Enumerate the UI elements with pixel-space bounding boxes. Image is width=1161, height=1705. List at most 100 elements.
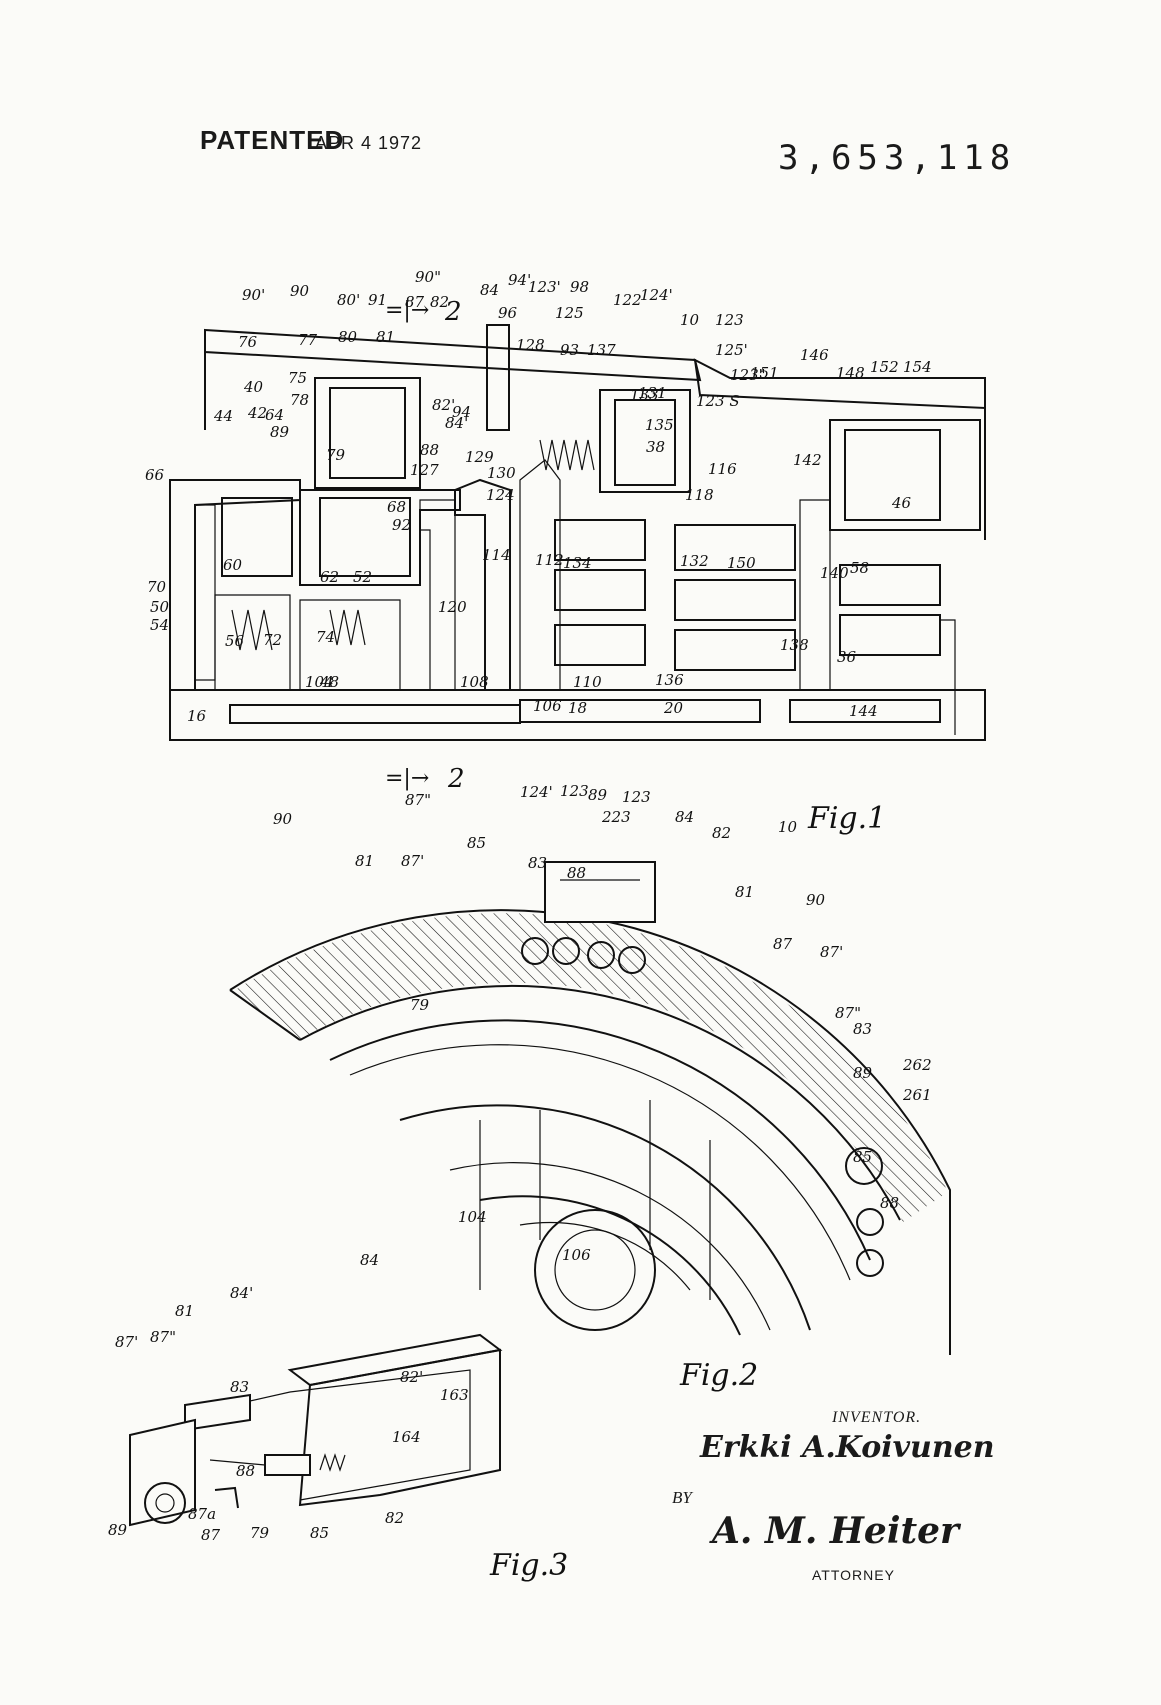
fig1-reference-label: 64 <box>265 406 284 424</box>
fig2-reference-label: 123 <box>560 782 589 800</box>
fig3-reference-label: 85 <box>310 1524 329 1542</box>
fig1-reference-label: 82 <box>430 293 449 311</box>
fig1-reference-label: 52 <box>353 568 372 586</box>
fig3-reference-label: 82 <box>385 1509 404 1527</box>
fig1-reference-label: 75 <box>288 369 307 387</box>
fig1-reference-label: 128 <box>516 336 545 354</box>
fig1-reference-label: 118 <box>685 486 714 504</box>
fig1-reference-label: 116 <box>708 460 737 478</box>
fig2-reference-label: 124' <box>520 783 553 801</box>
fig2-reference-label: 83 <box>853 1020 872 1038</box>
fig1-caption: Fig.1 <box>807 801 886 836</box>
fig2-reference-label: 79 <box>410 996 430 1014</box>
fig1-reference-label: 91 <box>368 291 387 309</box>
fig2-reference-label: 10 <box>778 818 798 836</box>
fig1-reference-label: 137 <box>587 341 616 359</box>
fig1-reference-label: 123 S <box>696 392 740 410</box>
fig1-reference-label: 18 <box>568 699 587 717</box>
fig1-reference-label: 142 <box>793 451 822 469</box>
fig1-reference-label: 124 <box>486 486 515 504</box>
fig1-reference-label: 106 <box>533 697 562 715</box>
section-marker-bottom: 2 <box>447 764 465 794</box>
fig1-reference-label: 20 <box>663 699 684 717</box>
inventor-label: INVENTOR. <box>832 1409 921 1427</box>
fig2-reference-label: 87' <box>820 943 843 961</box>
fig1-reference-label: 70 <box>147 578 167 596</box>
fig3-reference-label: 87 <box>201 1526 221 1544</box>
fig3-reference-label: 87" <box>150 1328 176 1346</box>
fig1-reference-label: 84 <box>480 281 499 299</box>
fig1-reference-label: 72 <box>263 631 282 649</box>
fig3-reference-label: 81 <box>175 1302 194 1320</box>
fig2-reference-label: 85 <box>853 1148 872 1166</box>
fig2-reference-label: 90 <box>273 810 293 828</box>
fig3-reference-label: 84 <box>360 1251 379 1269</box>
fig1-reference-label: 122 <box>613 291 642 309</box>
fig1-reference-label: 62 <box>320 568 339 586</box>
fig2-reference-label: 262 <box>902 1056 932 1074</box>
fig1-reference-label: 151 <box>750 364 779 382</box>
fig1-reference-label: 133 <box>630 386 659 404</box>
fig2-reference-label: 223 <box>601 808 631 826</box>
fig1-reference-label: 144 <box>849 702 878 720</box>
fig1-reference-label: 38 <box>646 438 665 456</box>
fig2-reference-label: 87" <box>405 791 431 809</box>
fig1-reference-label: 90" <box>415 268 441 286</box>
fig1-reference-label: 135 <box>645 416 674 434</box>
fig3-reference-label: 164 <box>392 1428 421 1446</box>
fig1-reference-label: 56 <box>225 632 245 650</box>
fig1-reference-label: 36 <box>837 648 857 666</box>
fig1-reference-label: 74 <box>316 628 335 646</box>
fig1-reference-label: 132 <box>680 552 709 570</box>
fig1-reference-label: 125' <box>715 341 748 359</box>
fig1-reference-label: 114 <box>482 546 511 564</box>
fig1-reference-label: 120 <box>438 598 467 616</box>
fig2-reference-label: 261 <box>902 1086 932 1104</box>
fig3-reference-label: 79 <box>250 1524 270 1542</box>
fig1-reference-label: 80' <box>337 291 360 309</box>
fig1-reference-label: 134 <box>563 554 592 572</box>
fig1-reference-label: 87 <box>405 293 425 311</box>
fig1-reference-label: 10 <box>680 311 700 329</box>
fig3-reference-label: 87' <box>115 1333 138 1351</box>
fig2-reference-label: 88 <box>880 1194 899 1212</box>
fig2-reference-label: 82 <box>712 824 731 842</box>
fig2-reference-label: 106 <box>562 1246 591 1264</box>
fig1-reference-label: 40 <box>243 378 264 396</box>
fig3-perspective-detail: 8484'8187'87"838879858282'1641638987a87 <box>108 1251 500 1544</box>
by-label: BY <box>672 1488 692 1508</box>
fig1-reference-label: 123' <box>528 278 561 296</box>
fig1-reference-label: 148 <box>836 364 865 382</box>
fig1-reference-label: 66 <box>145 466 165 484</box>
fig3-reference-label: 83 <box>230 1378 249 1396</box>
fig1-reference-label: 150 <box>727 554 756 572</box>
fig2-reference-label: 84 <box>675 808 694 826</box>
fig2-reference-label: 81 <box>735 883 754 901</box>
fig1-reference-label: 146 <box>800 346 829 364</box>
fig2-reference-label: 89 <box>853 1064 873 1082</box>
fig1-reference-label: 138 <box>780 636 809 654</box>
attorney-label: ATTORNEY <box>812 1567 895 1583</box>
fig1-reference-label: 16 <box>187 707 207 725</box>
fig1-reference-label: 123 <box>715 311 744 329</box>
fig1-reference-label: 154 <box>903 358 932 376</box>
fig3-reference-label: 89 <box>108 1521 128 1539</box>
fig1-reference-label: 98 <box>570 278 589 296</box>
fig1-reference-label: 92 <box>392 516 411 534</box>
fig1-reference-label: 76 <box>238 333 258 351</box>
fig2-reference-label: 87 <box>773 935 793 953</box>
fig2-reference-label: 81 <box>355 852 374 870</box>
fig2-reference-label: 104 <box>458 1208 487 1226</box>
fig1-reference-label: 125 <box>555 304 584 322</box>
fig1-reference-label: 90 <box>290 282 310 300</box>
fig1-reference-label: 90' <box>242 286 265 304</box>
fig1-reference-label: 81 <box>376 328 395 346</box>
fig3-reference-label: 82' <box>400 1368 423 1386</box>
fig3-caption: Fig.3 <box>489 1548 568 1583</box>
fig1-reference-label: 140 <box>820 564 849 582</box>
fig2-caption: Fig.2 <box>679 1358 758 1393</box>
svg-text:=|→: =|→ <box>385 766 429 791</box>
fig1-reference-label: 80 <box>338 328 358 346</box>
fig1-reference-label: 77 <box>298 331 318 349</box>
fig1-reference-label: 44 <box>213 407 233 425</box>
